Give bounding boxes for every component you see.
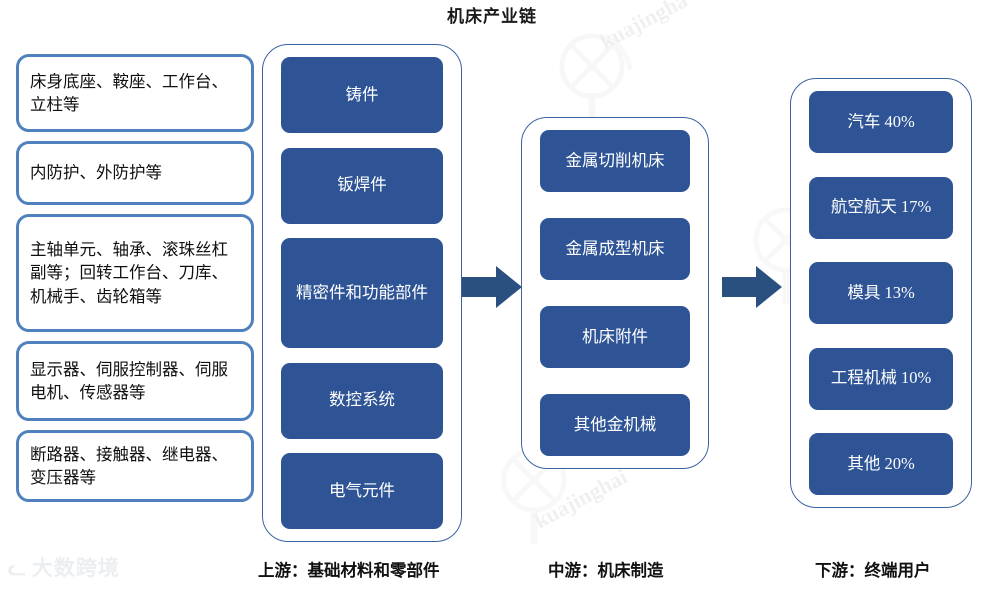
upstream-detail-text: 主轴单元、轴承、滚珠丝杠副等；回转工作台、刀库、机械手、齿轮箱等 [30, 239, 228, 306]
downstream-item[interactable]: 工程机械 10% [809, 347, 953, 410]
upstream-detail-box: 主轴单元、轴承、滚珠丝杠副等；回转工作台、刀库、机械手、齿轮箱等 [16, 214, 254, 332]
upstream-item[interactable]: 铸件 [281, 57, 443, 133]
stage-downstream: 汽车 40% 航空航天 17% 模具 13% 工程机械 10% 其他 20% [790, 78, 972, 508]
midstream-item[interactable]: 金属切削机床 [540, 130, 690, 192]
upstream-item[interactable]: 钣焊件 [281, 147, 443, 224]
arrow-midstream-to-downstream [722, 264, 782, 310]
upstream-detail-text: 内防护、外防护等 [30, 163, 162, 183]
downstream-item[interactable]: 模具 13% [809, 262, 953, 324]
downstream-item[interactable]: 其他 20% [809, 433, 953, 495]
midstream-item-label: 金属成型机床 [565, 238, 665, 258]
upstream-item[interactable]: 电气元件 [281, 453, 443, 529]
midstream-item[interactable]: 其他金机械 [540, 394, 690, 456]
upstream-detail-box: 断路器、接触器、继电器、变压器等 [16, 430, 254, 502]
downstream-item[interactable]: 汽车 40% [809, 91, 953, 153]
upstream-detail-box: 显示器、伺服控制器、伺服电机、传感器等 [16, 341, 254, 421]
upstream-item[interactable]: 精密件和功能部件 [281, 238, 443, 348]
upstream-detail-text: 断路器、接触器、继电器、变压器等 [30, 444, 228, 487]
logo-mark-icon: ᓚ [8, 556, 26, 580]
midstream-item[interactable]: 金属成型机床 [540, 218, 690, 280]
downstream-item-label: 汽车 40% [847, 111, 915, 131]
downstream-item-label: 模具 13% [847, 282, 915, 302]
midstream-item-label: 其他金机械 [573, 414, 657, 434]
downstream-item-label: 其他 20% [847, 453, 915, 473]
midstream-item[interactable]: 机床附件 [540, 306, 690, 368]
arrow-upstream-to-midstream [462, 264, 522, 310]
background-watermark-text-3: kuajinghai [529, 463, 632, 534]
caption-downstream: 下游：终端用户 [815, 561, 931, 580]
stage-midstream: 金属切削机床 金属成型机床 机床附件 其他金机械 [521, 117, 709, 469]
upstream-item-label: 精密件和功能部件 [296, 282, 428, 302]
logo-watermark: ᓚ 大数跨境 [8, 558, 120, 579]
downstream-item[interactable]: 航空航天 17% [809, 176, 953, 239]
upstream-item-label: 钣焊件 [337, 175, 387, 195]
upstream-item-label: 铸件 [345, 84, 379, 104]
stage-upstream: 铸件 钣焊件 精密件和功能部件 数控系统 电气元件 [262, 44, 462, 542]
upstream-detail-list: 床身底座、鞍座、工作台、立柱等 内防护、外防护等 主轴单元、轴承、滚珠丝杠副等；… [16, 54, 254, 511]
upstream-detail-box: 床身底座、鞍座、工作台、立柱等 [16, 54, 254, 132]
downstream-item-label: 工程机械 10% [830, 368, 932, 388]
downstream-item-label: 航空航天 17% [830, 197, 932, 217]
upstream-item-label: 数控系统 [329, 390, 395, 410]
upstream-detail-text: 床身底座、鞍座、工作台、立柱等 [30, 71, 228, 114]
midstream-item-label: 机床附件 [582, 326, 648, 346]
upstream-item-label: 电气元件 [329, 480, 395, 500]
page-title: 机床产业链 [447, 7, 537, 26]
upstream-detail-box: 内防护、外防护等 [16, 141, 254, 205]
caption-upstream: 上游：基础材料和零部件 [258, 561, 440, 580]
upstream-detail-text: 显示器、伺服控制器、伺服电机、传感器等 [30, 359, 228, 402]
caption-midstream: 中游：机床制造 [548, 561, 664, 580]
midstream-item-label: 金属切削机床 [565, 150, 665, 170]
upstream-item[interactable]: 数控系统 [281, 362, 443, 439]
logo-text: 大数跨境 [31, 556, 120, 580]
